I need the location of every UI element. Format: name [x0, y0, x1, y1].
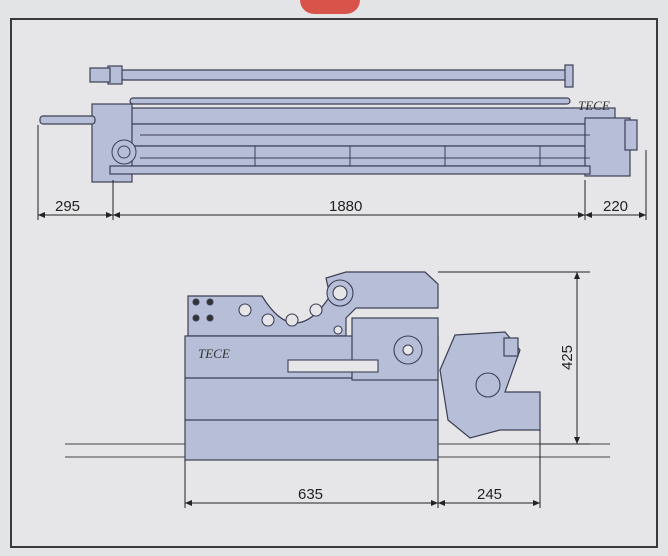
side-view-details	[192, 279, 501, 398]
extension-knob	[503, 337, 519, 357]
large-knob-inner	[332, 285, 348, 301]
hole-5	[333, 325, 343, 335]
left-wheel-hub	[117, 145, 131, 159]
left-wheel	[111, 139, 137, 165]
dim-label-right: 220	[603, 198, 628, 215]
main-beam	[94, 107, 616, 125]
dim-label-left: 295	[55, 198, 80, 215]
right-head	[584, 117, 631, 177]
top-roller-motor	[89, 67, 111, 83]
extension-motor	[475, 372, 501, 398]
right-head-cap	[624, 119, 638, 151]
second-rod	[129, 97, 571, 105]
hole-2	[261, 313, 275, 327]
top-view-machine	[39, 64, 638, 183]
hole-3	[285, 313, 299, 327]
top-roller-end-right	[564, 64, 574, 88]
side-view-logo: TECE	[198, 346, 230, 361]
hole-1	[238, 303, 252, 317]
top-roller	[119, 69, 571, 81]
dim-label-extension: 245	[477, 486, 502, 503]
side-view-machine	[184, 271, 541, 461]
left-handle	[39, 115, 96, 125]
dim-label-main: 1880	[329, 198, 362, 215]
side-view-dimensions	[184, 271, 590, 508]
dial-center	[402, 344, 414, 356]
bolt-4	[206, 314, 214, 322]
top-view-dimensions	[37, 125, 647, 220]
top-view-logo: TECE	[578, 98, 610, 113]
switch-row	[287, 359, 379, 373]
bottom-rail	[109, 165, 591, 175]
bolt-2	[206, 298, 214, 306]
top-view-details	[111, 134, 590, 166]
hole-4	[309, 303, 323, 317]
upper-plate	[187, 271, 439, 337]
dim-label-height: 425	[559, 345, 576, 370]
bolt-3	[192, 314, 200, 322]
bolt-1	[192, 298, 200, 306]
corner-tab	[300, 0, 360, 14]
dim-label-base: 635	[298, 486, 323, 503]
